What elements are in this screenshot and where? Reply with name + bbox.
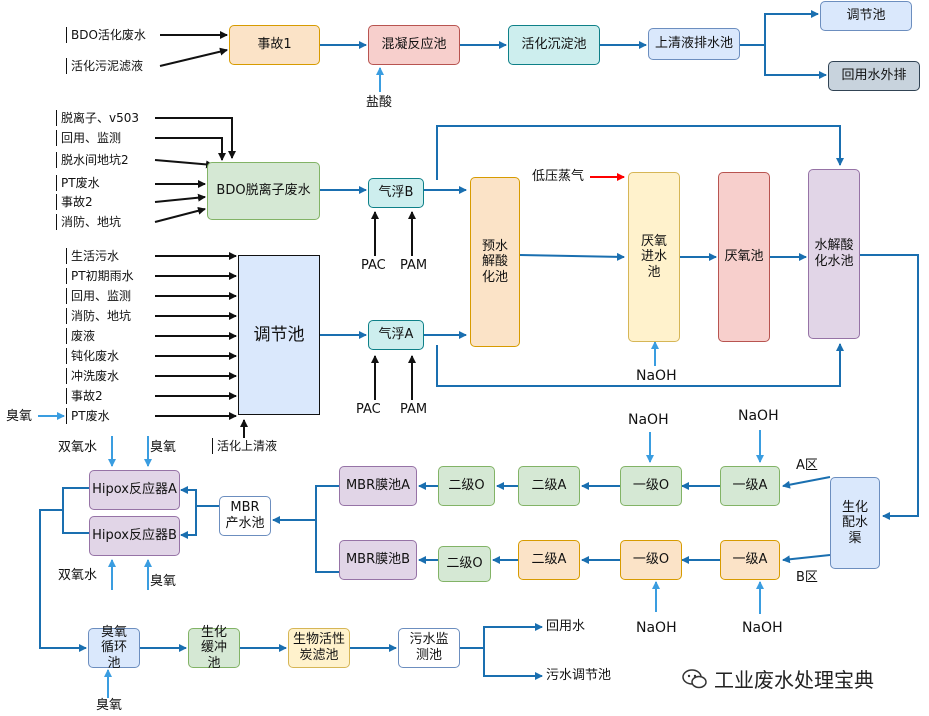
- node-anoxic-inlet: 厌氧进水池: [628, 172, 680, 342]
- node-ozone-loop: 臭氧循环池: [88, 625, 140, 671]
- source-pt-rain: PT初期雨水: [66, 268, 134, 284]
- node-a2-b: 二级A: [518, 540, 580, 580]
- label-h2o2-bottom: 双氧水: [58, 568, 98, 583]
- label-zone-a: A区: [796, 458, 818, 473]
- node-coagulation-tank: 混凝反应池: [368, 25, 460, 65]
- node-a2-a: 二级A: [518, 466, 580, 506]
- label-ozone-left: 臭氧: [6, 409, 33, 424]
- watermark-text: 工业废水处理宝典: [714, 668, 874, 692]
- node-anaerobic-tank: 厌氧池: [718, 172, 770, 342]
- node-bio-buffer: 生化缓冲池: [188, 625, 240, 671]
- source-pt-waste-2: PT废水: [66, 408, 110, 424]
- source-waste-liquid: 废液: [66, 328, 95, 344]
- source-domestic: 生活污水: [66, 248, 119, 264]
- node-o1-b: 一级O: [620, 540, 682, 580]
- label-naoh-a1a: NaOH: [738, 408, 779, 424]
- node-clear-drain: 上清液排水池: [648, 28, 740, 60]
- label-pam-a: PAM: [400, 402, 428, 417]
- node-prehydrolysis: 预水解酸化池: [470, 177, 520, 347]
- label-ozone-loop-in: 臭氧: [96, 698, 123, 713]
- node-mbr-product: MBR产水池: [219, 496, 271, 536]
- source-pt-waste-1: PT废水: [56, 175, 100, 191]
- node-o1-a: 一级O: [620, 466, 682, 506]
- label-zone-b: B区: [796, 570, 818, 585]
- node-mbr-a: MBR膜池A: [339, 466, 417, 506]
- source-deion-v503: 脱离子、v503: [56, 110, 139, 126]
- wechat-icon: [682, 668, 707, 688]
- source-bdo-waste: BDO活化废水: [66, 27, 146, 43]
- node-a1-b: 一级A: [720, 540, 780, 580]
- source-accident-2b: 事故2: [66, 388, 103, 404]
- node-bio-carbon: 生物活性炭滤池: [288, 628, 350, 668]
- label-hcl: 盐酸: [366, 95, 393, 110]
- node-regulating-tank-top: 调节池: [820, 1, 912, 31]
- label-pac-b: PAC: [361, 258, 386, 273]
- node-o2-a: 二级O: [438, 466, 495, 506]
- source-dewater-pit-2: 脱水间地坑2: [56, 152, 129, 168]
- label-reuse-water: 回用水: [546, 619, 586, 634]
- label-naoh-a1b: NaOH: [742, 620, 783, 636]
- source-rinse: 冲洗废水: [66, 368, 119, 384]
- label-naoh-anoxic: NaOH: [636, 368, 677, 384]
- label-pam-b: PAM: [400, 258, 428, 273]
- node-hipox-a: Hipox反应器A: [89, 470, 180, 510]
- node-sewage-monitor: 污水监测池: [398, 628, 460, 668]
- label-h2o2-top: 双氧水: [58, 440, 98, 455]
- label-naoh-o1b: NaOH: [636, 620, 677, 636]
- label-naoh-o1a: NaOH: [628, 412, 669, 428]
- node-o2-b: 二级O: [438, 546, 491, 582]
- node-activated-settling: 活化沉淀池: [508, 25, 600, 65]
- source-reuse-monitor-2: 回用、监测: [66, 288, 131, 304]
- label-pac-a: PAC: [356, 402, 381, 417]
- source-reuse-monitor-1: 回用、监测: [56, 130, 121, 146]
- label-steam: 低压蒸气: [532, 169, 585, 184]
- node-accident-1: 事故1: [229, 25, 320, 65]
- node-flotation-b: 气浮B: [368, 178, 424, 208]
- source-passiv: 钝化废水: [66, 348, 119, 364]
- source-fire-pit-1: 消防、地坑: [56, 214, 121, 230]
- node-hydrolysis-acid: 水解酸化水池: [808, 169, 860, 339]
- node-flotation-a: 气浮A: [368, 320, 424, 350]
- node-a1-a: 一级A: [720, 466, 780, 506]
- label-ozone-bottom: 臭氧: [150, 574, 177, 589]
- source-sludge-filtrate: 活化污泥滤液: [66, 58, 143, 74]
- node-bdo-deion: BDO脱离子废水: [207, 162, 320, 220]
- source-accident-2a: 事故2: [56, 194, 93, 210]
- node-mbr-b: MBR膜池B: [339, 540, 417, 580]
- node-bio-distribution: 生化配水渠: [830, 477, 880, 569]
- node-regulating-tank-main: 调节池: [238, 255, 320, 415]
- label-ozone-top: 臭氧: [150, 440, 177, 455]
- label-sewage-regulating: 污水调节池: [546, 668, 612, 683]
- source-fire-pit-2: 消防、地坑: [66, 308, 131, 324]
- source-act-clear: 活化上清液: [212, 438, 277, 454]
- node-hipox-b: Hipox反应器B: [89, 516, 180, 556]
- node-reuse-discharge: 回用水外排: [828, 61, 920, 91]
- watermark: 工业废水处理宝典: [682, 664, 874, 693]
